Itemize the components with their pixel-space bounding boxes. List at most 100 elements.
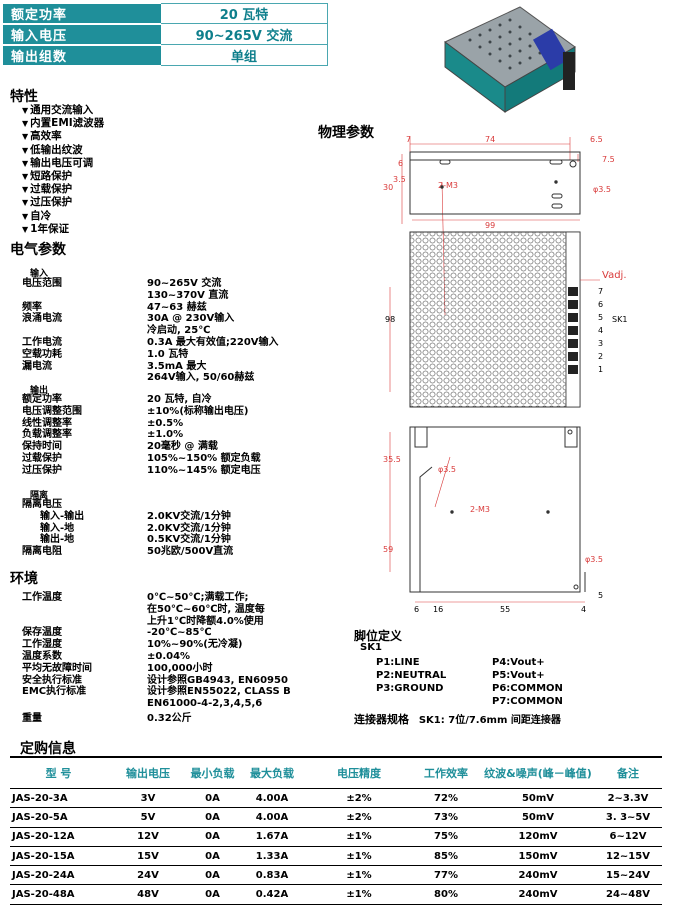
table-cell: 85% xyxy=(410,846,482,867)
spec-value: 在50℃~60℃时, 温度每 xyxy=(147,603,265,615)
spec-row: 平均无故障时间 100,000小时 xyxy=(22,663,291,675)
spec-label: 电压调整范围 xyxy=(22,405,82,417)
spec-value: 0℃~50℃;满载工作; xyxy=(147,592,249,603)
spec-label: 过压保护 xyxy=(22,464,62,476)
spec-row: 冷启动, 25℃ xyxy=(22,325,279,337)
header-value: 20 瓦特 xyxy=(161,3,328,24)
connector-spec-value: SK1: 7位/7.6mm 间距连接器 xyxy=(418,715,561,726)
physical-title: 物理参数 xyxy=(318,125,374,141)
table-cell: 24~48V xyxy=(594,884,662,905)
table-cell: 3. 3~5V xyxy=(594,807,662,828)
table-cell: 0A xyxy=(189,884,236,905)
table-cell: JAS-20-12A xyxy=(10,827,107,847)
feature-item: 1年保证 xyxy=(22,223,104,236)
pin-item: P3:GROUND xyxy=(376,683,444,694)
table-cell: 12V xyxy=(107,827,189,847)
features-list: 通用交流输入 内置EMI滤波器 高效率 低输出纹波 输出电压可调 短路保护 过载… xyxy=(22,104,104,236)
table-cell: 15~24V xyxy=(594,865,662,886)
output-subtitle: 输出 xyxy=(30,386,49,396)
spec-value: 设计参照EN55022, CLASS B xyxy=(147,686,291,698)
spec-label xyxy=(22,616,147,628)
dim-label: 35.5 xyxy=(383,455,401,464)
pin-number: 3 xyxy=(598,339,603,348)
table-cell: JAS-20-15A xyxy=(10,846,107,867)
table-cell: 0A xyxy=(189,865,236,886)
header-value: 90~265V 交流 xyxy=(161,23,328,45)
dim-label: 2-M3 xyxy=(438,181,458,190)
spec-row: 工作温度 0℃~50℃;满载工作; xyxy=(22,592,291,604)
input-subtitle: 输入 xyxy=(30,269,49,279)
feature-item: 低输出纹波 xyxy=(22,144,104,157)
table-cell: 75% xyxy=(410,827,482,847)
table-cell: 50mV xyxy=(482,807,594,828)
table-cell: 4.00A xyxy=(236,807,308,828)
spec-label: 额定功率 xyxy=(22,394,62,405)
spec-label: 输入-地 xyxy=(40,522,75,534)
spec-value: EN61000-4-2,3,4,5,6 xyxy=(147,698,263,710)
pin-item: P7:COMMON xyxy=(492,696,563,707)
table-cell: 2~3.3V xyxy=(594,788,662,809)
spec-label: 负载调整率 xyxy=(22,429,72,441)
spec-value: -20℃~85℃ xyxy=(147,627,212,639)
pin-number: 7 xyxy=(598,287,603,296)
spec-label: 平均无故障时间 xyxy=(22,662,92,674)
feature-item: 高效率 xyxy=(22,130,104,143)
spec-value: ±1.0% xyxy=(147,429,184,441)
table-cell: ±1% xyxy=(308,884,410,905)
dim-label: φ3.5 xyxy=(593,185,611,194)
dim-label: Vadj. xyxy=(602,270,627,281)
spec-label: 温度系数 xyxy=(22,650,62,662)
table-cell: 72% xyxy=(410,788,482,809)
spec-value: ±0.04% xyxy=(147,650,191,662)
connector-spec-label: 连接器规格 xyxy=(354,713,409,726)
dim-label: φ3.5 xyxy=(438,465,456,474)
table-cell: 24V xyxy=(107,865,189,886)
table-cell: 240mV xyxy=(482,884,594,905)
spec-label: 工作温度 xyxy=(22,592,62,603)
spec-value: 47~63 赫兹 xyxy=(147,301,207,313)
spec-value: 上升1℃时降额4.0%使用 xyxy=(147,615,264,627)
spec-label: 漏电流 xyxy=(22,360,52,372)
environment-rows: 工作温度 0℃~50℃;满载工作; 在50℃~60℃时, 温度每 上升1℃时降额4… xyxy=(22,592,291,725)
electrical-title: 电气参数 xyxy=(10,242,66,258)
header-key: 额定功率 xyxy=(3,3,161,25)
feature-item: 过压保护 xyxy=(22,196,104,209)
spec-value: 3.5mA 最大 xyxy=(147,360,207,372)
spec-row: EN61000-4-2,3,4,5,6 xyxy=(22,698,291,710)
spec-label: 工作湿度 xyxy=(22,639,62,651)
table-cell: 73% xyxy=(410,807,482,828)
dim-label: 99 xyxy=(485,221,495,230)
spec-value: 90~265V 交流 xyxy=(147,278,222,289)
spec-row: 电压调整范围±10%(标称输出电压) xyxy=(22,406,261,418)
spec-value: 100,000小时 xyxy=(147,662,213,674)
dim-label: 6 xyxy=(414,605,419,614)
spec-label xyxy=(22,604,147,616)
isolation-subtitle: 隔离 xyxy=(30,491,49,501)
table-cell: 6~12V xyxy=(594,827,662,847)
dim-label: 55 xyxy=(500,605,510,614)
table-cell: JAS-20-24A xyxy=(10,865,107,886)
table-cell: 240mV xyxy=(482,865,594,886)
pin-number: 5 xyxy=(598,313,603,322)
spec-value: 130~370V 直流 xyxy=(147,289,229,301)
feature-item: 内置EMI滤波器 xyxy=(22,117,104,130)
cover-top-view xyxy=(409,231,581,408)
pin-item: P1:LINE xyxy=(376,657,420,668)
dim-label: 74 xyxy=(485,135,495,144)
table-cell: 5V xyxy=(107,807,189,828)
column-header: 最小负载 xyxy=(189,756,236,789)
spec-label: 保存温度 xyxy=(22,627,62,639)
column-header: 型 号 xyxy=(10,756,107,789)
feature-item: 短路保护 xyxy=(22,170,104,183)
